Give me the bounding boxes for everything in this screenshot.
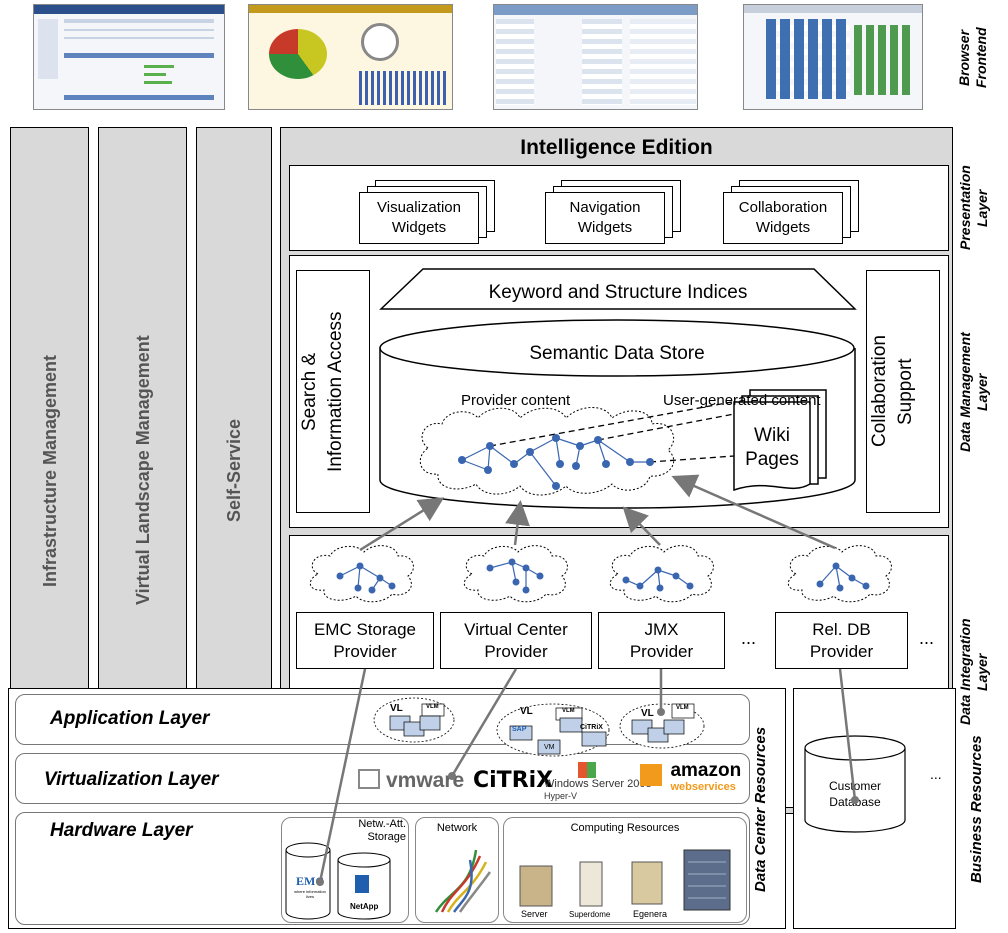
navigation-widgets-label: Navigation Widgets <box>545 192 665 244</box>
screenshot-thumbnail-4 <box>743 4 923 110</box>
vm-label-1: VM <box>544 744 555 751</box>
collaboration-widgets-label: Collaboration Widgets <box>723 192 843 244</box>
search-information-access-box: Search & Information Access <box>296 270 370 513</box>
provider-cloud-2 <box>463 545 568 603</box>
arrow-emc-to-store <box>359 497 445 552</box>
indices-trapezoid <box>379 268 857 310</box>
jmx-provider-box: JMX Provider <box>598 612 725 669</box>
provider-ellipsis-2: ... <box>919 628 935 648</box>
link-emc-to-nas <box>318 668 367 883</box>
screenshot-thumbnail-3 <box>493 4 698 110</box>
vl-label-1: VL <box>390 703 403 714</box>
semantic-data-store-label: Semantic Data Store <box>529 343 705 364</box>
emc-storage-provider-box: EMC Storage Provider <box>296 612 434 669</box>
collaboration-support-box: Collaboration Support <box>866 270 940 513</box>
wiki-pages-stack <box>733 389 827 492</box>
rack-icon <box>683 849 731 911</box>
content-graph-nodes <box>458 434 654 490</box>
amazon-web-services-logo: amazon webservices <box>640 761 741 795</box>
sap-label-1: SAP <box>512 726 527 733</box>
virtualization-layer-label: Virtualization Layer <box>44 769 219 790</box>
user-content-link-1 <box>489 401 733 447</box>
computing-resources-label: Computing Resources <box>570 822 680 834</box>
network-label: Network <box>436 822 478 834</box>
citrix-small-label: CiTRiX <box>580 724 603 731</box>
nas-label: Netw.-Att. Storage <box>358 818 406 843</box>
vlm-label-3: VLM <box>676 705 689 711</box>
provider-cloud-1 <box>309 545 414 603</box>
intelligence-edition-title: Intelligence Edition <box>520 136 713 159</box>
arrow-jmx-to-store <box>622 506 661 546</box>
link-vc-to-vmware <box>450 668 518 777</box>
citrix-logo: CiTRiX <box>473 768 554 793</box>
provider-content-cloud <box>419 407 675 496</box>
egenera-label: Egenera <box>633 909 668 919</box>
application-layer-label: Application Layer <box>50 708 210 729</box>
business-ellipsis: ... <box>930 766 942 782</box>
vlm-label-2: VLM <box>562 708 575 714</box>
arrow-db-to-store <box>671 474 836 550</box>
arrow-vc-to-store <box>505 500 530 546</box>
wiki-pages-label: Wiki Pages <box>745 425 799 470</box>
superdome-label: Superdome <box>569 910 611 919</box>
vl-label-2: VL <box>520 706 533 717</box>
egenera-icon <box>631 861 663 905</box>
superdome-icon <box>579 861 603 907</box>
user-generated-content-label: User-generated content <box>663 392 821 409</box>
user-content-link-3 <box>649 455 735 463</box>
rel-db-provider-box: Rel. DB Provider <box>775 612 908 669</box>
virtual-center-provider-box: Virtual Center Provider <box>440 612 592 669</box>
windows-server-logo: Windows Server 2008 Hyper-V <box>544 762 652 802</box>
server-icon <box>519 865 553 907</box>
user-content-link-2 <box>597 413 735 441</box>
screenshot-thumbnail-1 <box>33 4 225 110</box>
provider-ellipsis-1: ... <box>741 628 757 648</box>
link-db-to-customerdb <box>838 668 857 801</box>
hardware-layer-label: Hardware Layer <box>50 820 193 841</box>
visualization-widgets-label: Visualization Widgets <box>359 192 479 244</box>
vlm-label-1: VLM <box>426 704 439 710</box>
netapp-logo: NetApp <box>350 902 379 911</box>
server-label: Server <box>521 909 548 919</box>
network-box <box>415 817 499 923</box>
vmware-logo: vmware <box>358 769 464 793</box>
provider-content-label: Provider content <box>461 392 571 409</box>
screenshot-thumbnail-2 <box>248 4 453 110</box>
virtualization-layer-box <box>15 753 750 804</box>
vl-label-3: VL <box>641 708 654 719</box>
indices-label: Keyword and Structure Indices <box>488 282 748 303</box>
